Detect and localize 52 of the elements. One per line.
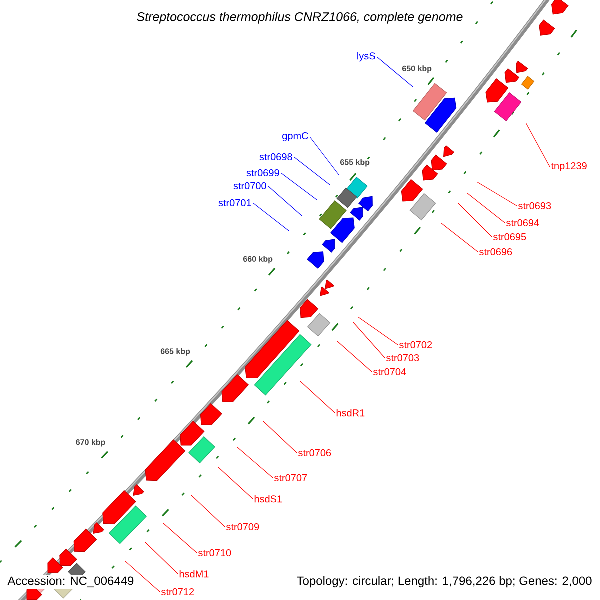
leader-line bbox=[144, 542, 178, 574]
gene-label: str0698 bbox=[260, 153, 292, 161]
gene-label: str0702 bbox=[399, 341, 432, 349]
scale-label: 665 kbp bbox=[160, 348, 190, 356]
gene-label: gpmC bbox=[282, 132, 308, 142]
leader-line bbox=[236, 446, 274, 478]
gene-label: str0699 bbox=[246, 169, 280, 177]
gene-label: str0693 bbox=[518, 202, 552, 210]
leader-line bbox=[162, 522, 198, 554]
leader-line bbox=[252, 202, 290, 232]
title: Streptococcus thermophilus CNRZ1066, complete genome bbox=[137, 12, 463, 24]
leader-line bbox=[280, 172, 318, 200]
gene-label: str0694 bbox=[506, 219, 540, 227]
leader-line bbox=[476, 182, 518, 206]
gene-label: str0706 bbox=[298, 449, 332, 457]
leader-line bbox=[336, 340, 372, 372]
leader-line bbox=[376, 56, 414, 88]
gene-label: str0701 bbox=[218, 199, 252, 207]
leader-line bbox=[262, 420, 298, 454]
gene-label: str0712 bbox=[161, 588, 194, 596]
leader-line bbox=[440, 222, 478, 252]
leader-line bbox=[352, 322, 386, 358]
gene-label: str0709 bbox=[226, 523, 260, 531]
leader-line bbox=[526, 122, 550, 168]
gene-label: lysS bbox=[358, 52, 376, 62]
leader-line bbox=[268, 186, 302, 216]
gene-label: hsdS1 bbox=[254, 495, 282, 503]
leader-line bbox=[358, 316, 398, 346]
leader-line bbox=[190, 494, 226, 528]
gene-label: str0696 bbox=[479, 248, 512, 256]
leader-line bbox=[218, 466, 254, 500]
accession-text: Accession: NC_006449 bbox=[6, 574, 136, 590]
gene-label: tnp1239 bbox=[551, 162, 587, 172]
gene-label: hsdM1 bbox=[180, 570, 209, 578]
leader-line bbox=[458, 202, 492, 238]
leader-line bbox=[300, 380, 336, 414]
scale-label: 650 kbp bbox=[402, 66, 432, 74]
gene-label: str0707 bbox=[274, 474, 308, 482]
leader-line bbox=[294, 156, 330, 186]
gene-label: str0704 bbox=[373, 368, 406, 376]
scale-label: 670 kbp bbox=[76, 439, 106, 447]
gene-label: str0700 bbox=[234, 182, 266, 190]
gene-label: str0695 bbox=[494, 233, 526, 241]
leader-line bbox=[466, 192, 506, 224]
gene-label: hsdR1 bbox=[336, 409, 365, 417]
scale-label: 655 kbp bbox=[340, 159, 370, 167]
scale-label: 660 kbp bbox=[243, 256, 273, 264]
gene-label: str0710 bbox=[198, 549, 232, 557]
leader-line bbox=[124, 560, 160, 592]
gene-label: str0703 bbox=[386, 354, 420, 362]
genome-info-text: Topology: circular; Length: 1,796,226 bp; Genes: 2,000 bbox=[295, 574, 594, 590]
leader-line bbox=[310, 136, 340, 176]
